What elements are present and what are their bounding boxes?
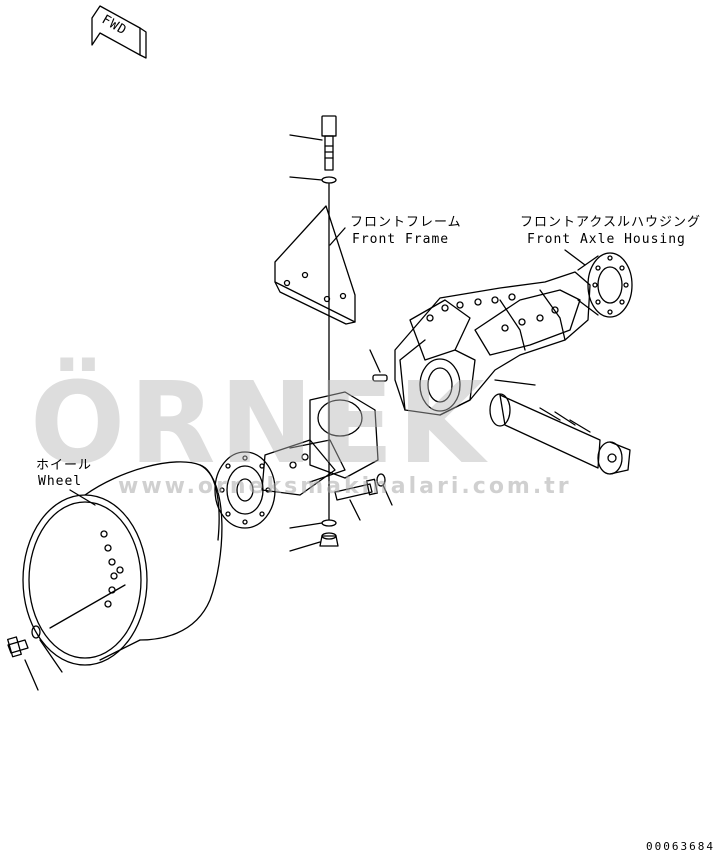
drive-shaft [489, 393, 631, 475]
leader-frame [329, 227, 346, 246]
leader-washer-top [289, 176, 323, 181]
fwd-arrow-icon [91, 5, 147, 59]
leader-wheel-washer [39, 639, 63, 673]
front-axle-jp-label: フロントアクスルハウジング [520, 215, 701, 230]
wheel-washer [31, 625, 41, 639]
front-axle-housing [394, 252, 633, 416]
leader-wheel [69, 489, 96, 506]
washer-side [376, 473, 386, 487]
pin [372, 374, 388, 382]
front-frame-plate [274, 205, 356, 325]
leader-bolt-side [349, 499, 361, 521]
wheel-en-label: Wheel [38, 474, 83, 489]
leader-pin [369, 349, 381, 373]
wheel-axis-line [49, 584, 126, 629]
left-axle-assembly [214, 391, 379, 529]
watermark-brand: ÖRNEK [30, 359, 489, 489]
wheel-bolt [7, 636, 29, 658]
washer-top [321, 176, 337, 184]
leader-bolt-top [289, 134, 323, 141]
leader-axle [564, 249, 586, 266]
wheel-jp-label: ホイール [36, 458, 93, 473]
shaft-ring [494, 379, 536, 386]
nut-bottom [319, 532, 339, 547]
leader-washer-side [382, 484, 393, 506]
watermark-url: www.orneksmakinalari.com.tr [118, 474, 572, 499]
front-axle-en-label: Front Axle Housing [527, 232, 686, 247]
leader-washer-bottom [289, 522, 323, 529]
leader-nut-bottom [289, 541, 321, 552]
wheel-rim [22, 461, 223, 666]
bolt-side [334, 478, 379, 501]
washer-bottom [321, 519, 337, 527]
front-frame-jp-label: フロントフレーム [350, 215, 462, 230]
drawing-code: 00063684 [646, 840, 715, 853]
leader-wheel-bolt [24, 659, 39, 691]
bolt-top [321, 115, 337, 171]
front-frame-en-label: Front Frame [352, 232, 450, 247]
